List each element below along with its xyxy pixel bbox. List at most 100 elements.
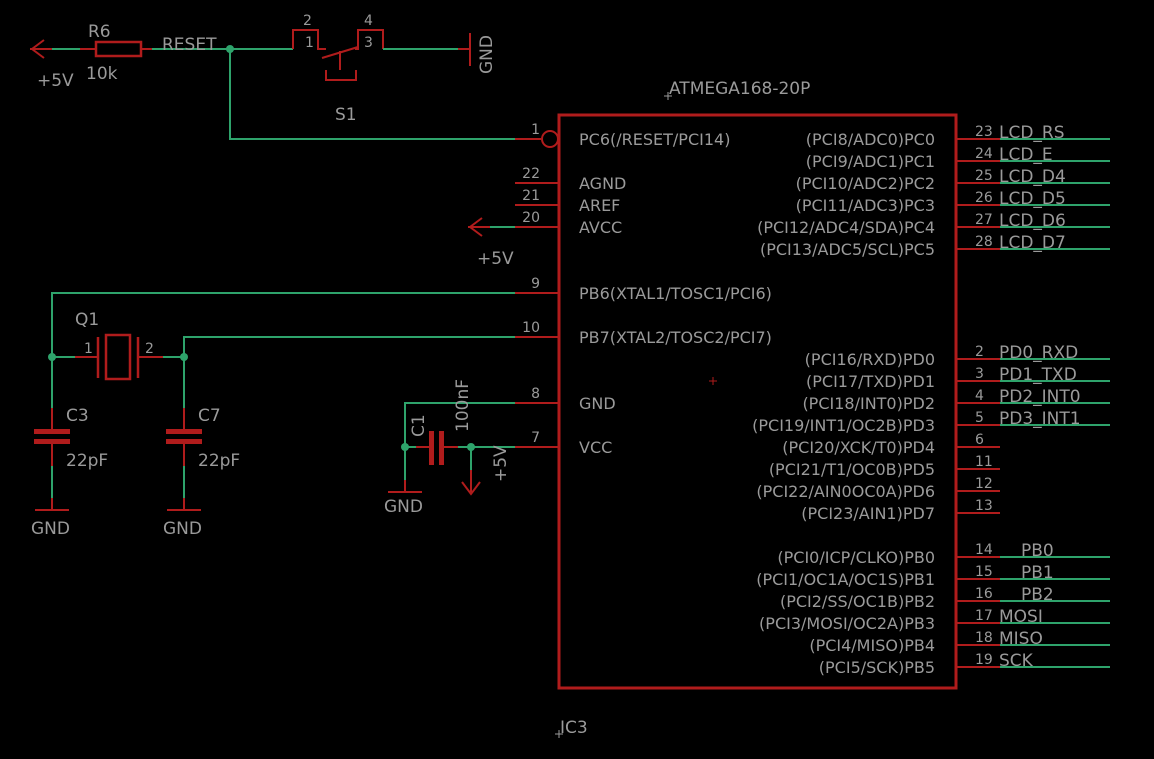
ic3-left-pin-number: 21 <box>522 188 540 204</box>
ic3-left-pin-name: PB7(XTAL2/TOSC2/PCI7) <box>579 328 772 347</box>
capacitor-c7-value: 22pF <box>198 451 240 471</box>
ic3-right-pin-name: (PCI2/SS/OC1B)PB2 <box>780 592 935 611</box>
ic3-right-pin[interactable]: (PCI16/RXD)PD0 2 PD0_RXD <box>805 343 1110 369</box>
ic3-left-pin-name: AGND <box>579 174 626 193</box>
capacitor-c3[interactable] <box>34 408 70 466</box>
ic3-right-pin-name: (PCI20/XCK/T0)PD4 <box>782 438 935 457</box>
capacitor-c1-value: 100nF <box>453 379 473 432</box>
ic3-body[interactable] <box>557 113 958 690</box>
ic3-right-pin-number: 24 <box>975 146 993 162</box>
ic3-right-pin-number: 15 <box>975 564 993 580</box>
ic3-right-pin-number: 23 <box>975 124 993 140</box>
net-reset-label: RESET <box>162 35 217 55</box>
ic3-left-pin-number: 9 <box>531 276 540 292</box>
capacitor-c3-value: 22pF <box>66 451 108 471</box>
capacitor-c7[interactable] <box>166 408 202 466</box>
net-label: PB2 <box>1021 585 1054 605</box>
ground-symbol-c1[interactable] <box>388 480 422 493</box>
ic3-right-pin-name: (PCI21/T1/OC0B)PD5 <box>769 460 935 479</box>
net-label: LCD_E <box>999 145 1053 165</box>
supply-5v-symbol-r6[interactable] <box>30 39 52 59</box>
supply-5v-label-vcc: +5V <box>491 445 511 482</box>
ic3-right-pin[interactable]: (PCI2/SS/OC1B)PB2 16 PB2 <box>780 585 1110 611</box>
switch-s1-pin-1: 1 <box>305 35 314 51</box>
resistor-r6[interactable] <box>80 40 152 58</box>
switch-s1-pin-3: 3 <box>364 35 373 51</box>
switch-s1[interactable] <box>292 29 384 81</box>
ic3-right-pin-number: 16 <box>975 586 993 602</box>
crystal-q1[interactable] <box>75 333 163 381</box>
net-label: PD2_INT0 <box>999 387 1081 407</box>
ic3-right-pin-number: 5 <box>975 410 984 426</box>
ground-symbol-c3[interactable] <box>35 498 69 511</box>
ic3-right-pin-name: (PCI11/ADC3)PC3 <box>796 196 935 215</box>
wire-xtal1[interactable] <box>51 292 515 357</box>
ic3-right-pin-number: 4 <box>975 388 984 404</box>
ic3-right-pin-number: 2 <box>975 344 984 360</box>
ic3-left-pin-name: PB6(XTAL1/TOSC1/PCI6) <box>579 284 772 303</box>
ic3-origin-marks <box>555 92 717 738</box>
net-label: PD0_RXD <box>999 343 1078 363</box>
net-label: SCK <box>999 651 1034 671</box>
ic3-right-pin[interactable]: (PCI19/INT1/OC2B)PD3 5 PD3_INT1 <box>752 409 1110 435</box>
wire-ic-gnd[interactable] <box>404 402 515 447</box>
ic3-right-pin[interactable]: (PCI18/INT0)PD2 4 PD2_INT0 <box>802 387 1110 413</box>
ic3-right-pin-name: (PCI23/AIN1)PD7 <box>801 504 935 523</box>
ground-label-c7: GND <box>163 519 202 539</box>
net-label: PB0 <box>1021 541 1054 561</box>
net-label: PD3_INT1 <box>999 409 1081 429</box>
ground-label-s1: GND <box>477 35 497 74</box>
net-label: LCD_D6 <box>999 211 1066 231</box>
ic3-right-pin-name: (PCI16/RXD)PD0 <box>805 350 935 369</box>
net-label: MOSI <box>999 607 1043 627</box>
ground-symbol-c7[interactable] <box>167 498 201 511</box>
ic3-right-pin-number: 13 <box>975 498 993 514</box>
ic3-right-pin-name: (PCI18/INT0)PD2 <box>802 394 935 413</box>
ic3-right-pin-name: (PCI19/INT1/OC2B)PD3 <box>752 416 935 435</box>
ic3-right-pin-number: 14 <box>975 542 993 558</box>
ic3-right-pin[interactable]: (PCI23/AIN1)PD7 13 <box>801 498 1000 523</box>
ic3-left-pin-number: 20 <box>522 210 540 226</box>
ground-symbol-s1[interactable] <box>458 33 471 66</box>
ic3-right-pin-number: 18 <box>975 630 993 646</box>
ground-label-c3: GND <box>31 519 70 539</box>
switch-s1-name: S1 <box>335 105 357 125</box>
ic3-left-pin-name: AVCC <box>579 218 622 237</box>
ic3-right-pin-name: (PCI10/ADC2)PC2 <box>796 174 935 193</box>
net-label: LCD_D7 <box>999 233 1066 253</box>
net-label: LCD_D4 <box>999 167 1066 187</box>
ic3-name-label: IC3 <box>560 718 588 738</box>
net-label: LCD_D5 <box>999 189 1066 209</box>
wire-reset-to-ic-pin1[interactable] <box>229 49 515 140</box>
supply-5v-symbol-vcc[interactable] <box>461 470 481 496</box>
ic3-right-pin-name: (PCI17/TXD)PD1 <box>806 372 935 391</box>
ic3-left-pin-name: AREF <box>579 196 620 215</box>
wire-xtal2[interactable] <box>183 336 515 357</box>
supply-5v-symbol-avcc[interactable] <box>468 217 490 237</box>
capacitor-c1[interactable] <box>416 431 458 465</box>
